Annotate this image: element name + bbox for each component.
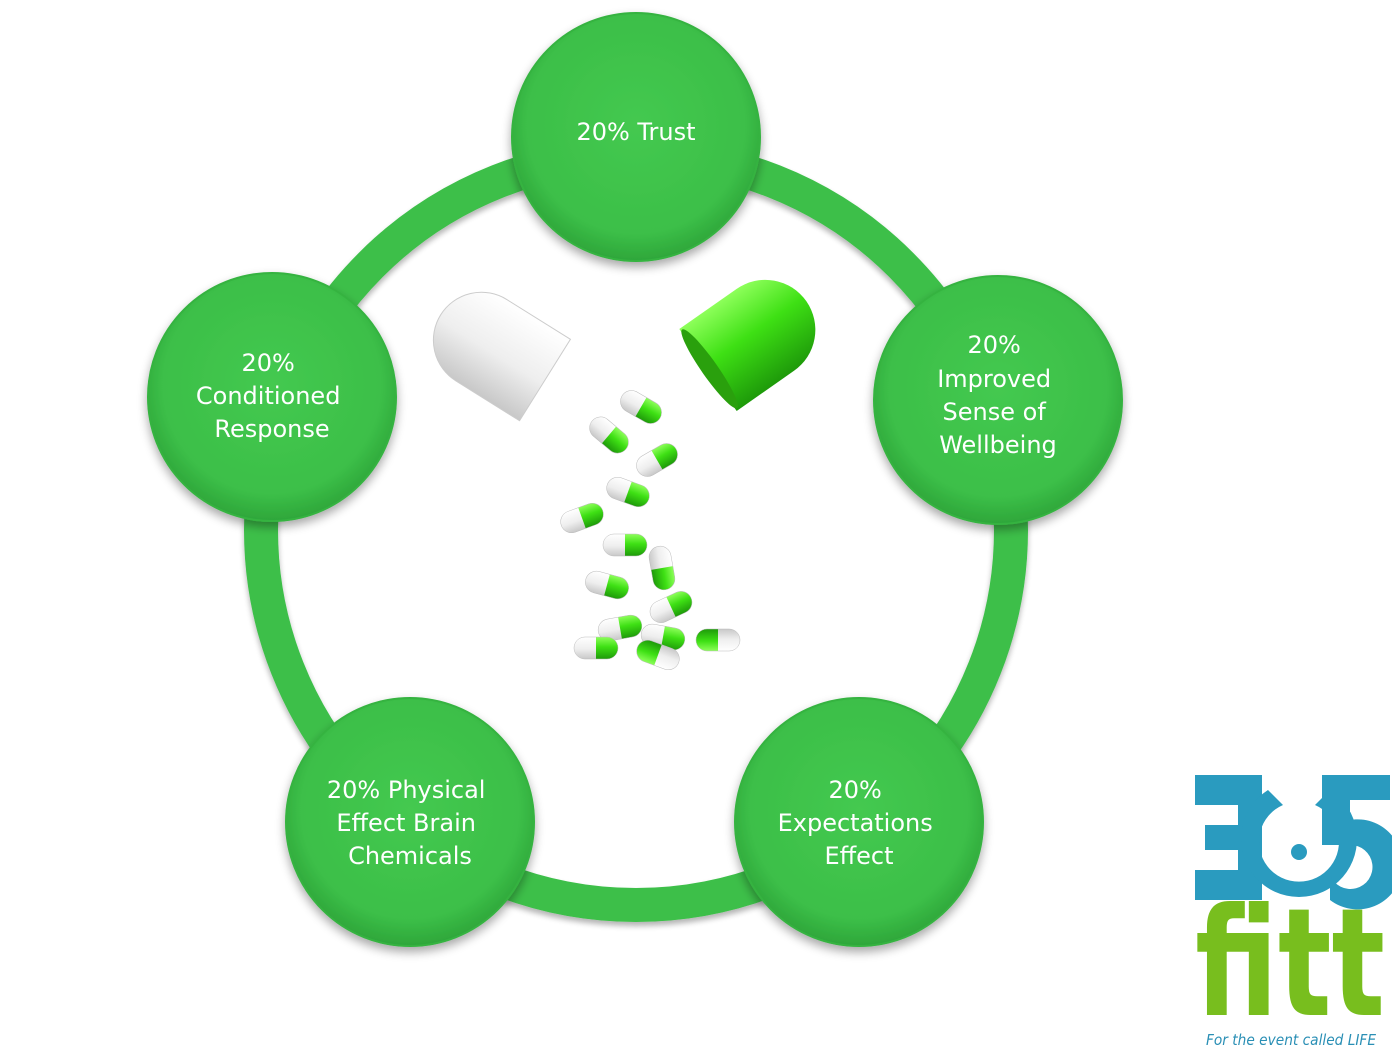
node-label-line: Effect Brain	[336, 809, 476, 837]
node-label-line: Effect	[824, 842, 893, 870]
node-label-line: Sense of	[943, 398, 1047, 426]
node-improved-wellbeing: 20% Improved Sense of Wellbeing	[873, 275, 1123, 525]
node-circle	[873, 275, 1123, 525]
logo-tagline: For the event called LIFE	[1206, 1031, 1376, 1049]
logo-365-mark	[1195, 775, 1392, 910]
node-label: 20% Physical Effect Brain Chemicals	[327, 776, 493, 870]
node-label-line: Expectations	[778, 809, 933, 837]
pill-capsule-illustration	[432, 279, 816, 674]
node-trust: 20% Trust	[511, 12, 761, 262]
logo-365fitt: fitt For the event called LIFE	[1195, 775, 1392, 1051]
node-label-line: 20% Physical	[327, 776, 486, 804]
node-label-line: 20% Trust	[576, 118, 695, 146]
node-physical-effect: 20% Physical Effect Brain Chemicals	[285, 697, 535, 947]
node-conditioned-response: 20% Conditioned Response	[147, 272, 397, 522]
node-label: 20% Improved Sense of Wellbeing	[937, 331, 1059, 459]
node-circle	[734, 697, 984, 947]
node-label-line: Improved	[937, 365, 1051, 393]
node-label-line: 20%	[829, 776, 882, 804]
node-label: 20% Expectations Effect	[778, 776, 941, 870]
node-label-line: 20%	[968, 331, 1021, 359]
node-circle	[147, 272, 397, 522]
node-label-line: 20%	[242, 349, 295, 377]
logo-wordmark: fitt	[1195, 877, 1385, 1051]
node-label-line: Conditioned	[196, 382, 341, 410]
node-label: 20% Conditioned Response	[196, 349, 348, 443]
node-label-line: Wellbeing	[939, 431, 1057, 459]
node-expectations-effect: 20% Expectations Effect	[734, 697, 984, 947]
node-label-line: Chemicals	[348, 842, 472, 870]
node-circle	[285, 697, 535, 947]
node-label-line: Response	[214, 415, 329, 443]
node-label: 20% Trust	[576, 118, 695, 146]
node-circle	[511, 12, 761, 262]
